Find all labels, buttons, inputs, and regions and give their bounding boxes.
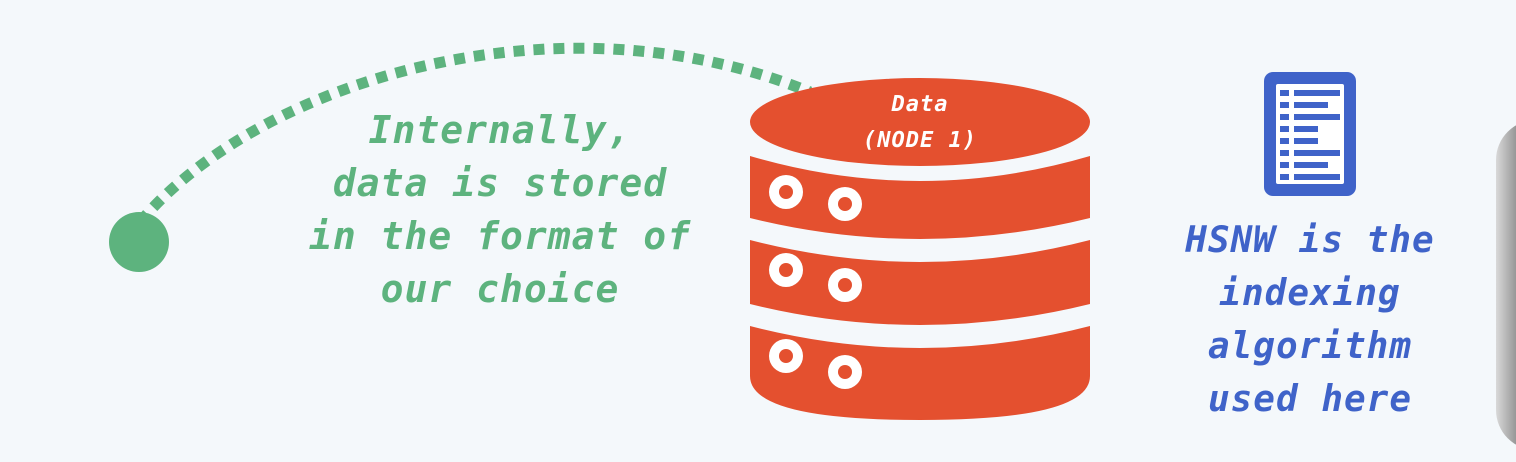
db-row2-indicators [769,253,862,302]
database-icon [750,78,1090,420]
presenter-photo-edge [1496,120,1516,450]
blue-annotation: HSNW is the indexing algorithm used here [1140,214,1480,426]
dotted-connector-arc [135,42,813,226]
blue-annotation-line: used here [1207,379,1413,420]
green-annotation-line: in the format of [308,214,692,258]
blue-annotation-line: algorithm [1207,326,1413,367]
green-annotation-line: data is stored [332,161,668,205]
db-row1-indicators [769,175,862,221]
blue-annotation-line: indexing [1219,273,1401,314]
green-annotation-line: Internally, [368,108,632,152]
database-label-title: Data [891,92,949,117]
database-label-node: (NODE 1) [863,128,977,153]
green-start-dot [109,212,169,272]
db-row3-indicators [769,339,862,389]
green-annotation: Internally, data is stored in the format… [270,104,730,316]
document-list-icon [1264,72,1356,196]
blue-annotation-line: HSNW is the [1185,220,1435,261]
green-annotation-line: our choice [380,267,620,311]
